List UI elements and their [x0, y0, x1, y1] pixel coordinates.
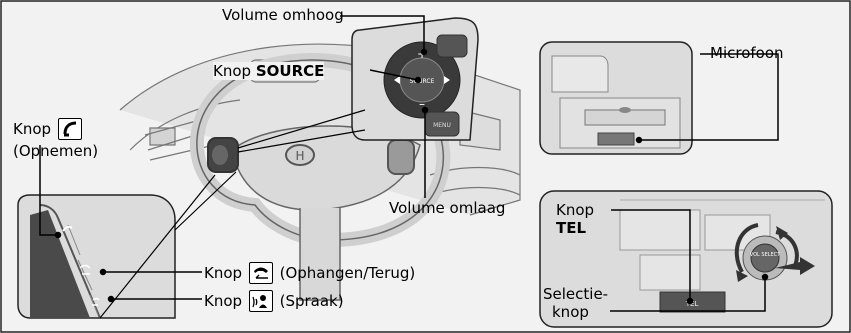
menu-print: MENU — [433, 122, 451, 129]
source-print: SOURCE — [410, 78, 435, 85]
label-pickup-line1: Knop — [13, 120, 52, 138]
tel-print: TEL — [685, 300, 699, 308]
label-talk: Knop (Spraak) — [204, 290, 344, 312]
label-hangup-suffix: (Ophangen/Terug) — [279, 264, 416, 282]
pickup-icon — [57, 118, 82, 140]
leader-source — [369, 69, 419, 81]
phone-buttons-inset — [17, 194, 176, 319]
leader-tel — [611, 209, 691, 300]
label-selector-line2: knop — [552, 303, 589, 321]
hangup-back-icon — [248, 262, 273, 284]
label-hangup-prefix: Knop — [204, 264, 243, 282]
label-source: Knop SOURCE — [213, 62, 325, 80]
label-tel-line2: TEL — [556, 219, 586, 237]
label-tel-name: TEL — [556, 219, 587, 237]
label-talk-prefix: Knop — [204, 292, 243, 310]
label-volume-up: Volume omhoog — [222, 6, 344, 24]
label-microphone: Microfoon — [710, 44, 784, 62]
label-source-prefix: Knop — [213, 62, 252, 80]
leader-selector — [610, 278, 766, 312]
svg-text:H: H — [295, 149, 304, 163]
vol-select-print: VOL SELECT — [750, 252, 781, 258]
label-hangup: Knop (Ophangen/Terug) — [204, 262, 415, 284]
minus-print: – — [419, 97, 425, 111]
microphone-inset — [539, 41, 693, 155]
label-talk-suffix: (Spraak) — [279, 292, 344, 310]
tel-selector-inset: TEL VOL SELECT — [539, 190, 833, 328]
talk-icon — [248, 290, 273, 312]
leader-pickup — [39, 145, 56, 236]
label-source-name: SOURCE — [255, 62, 325, 80]
leader-volume-up — [340, 15, 425, 50]
label-pickup: Knop — [13, 118, 84, 140]
label-tel-line1: Knop — [556, 201, 595, 219]
leader-lines — [39, 15, 779, 319]
label-pickup-line2: (Opnemen) — [13, 142, 99, 160]
label-selector-line1: Selectie- — [543, 285, 609, 303]
label-volume-down: Volume omlaag — [389, 199, 506, 217]
leader-microphone — [640, 53, 779, 141]
